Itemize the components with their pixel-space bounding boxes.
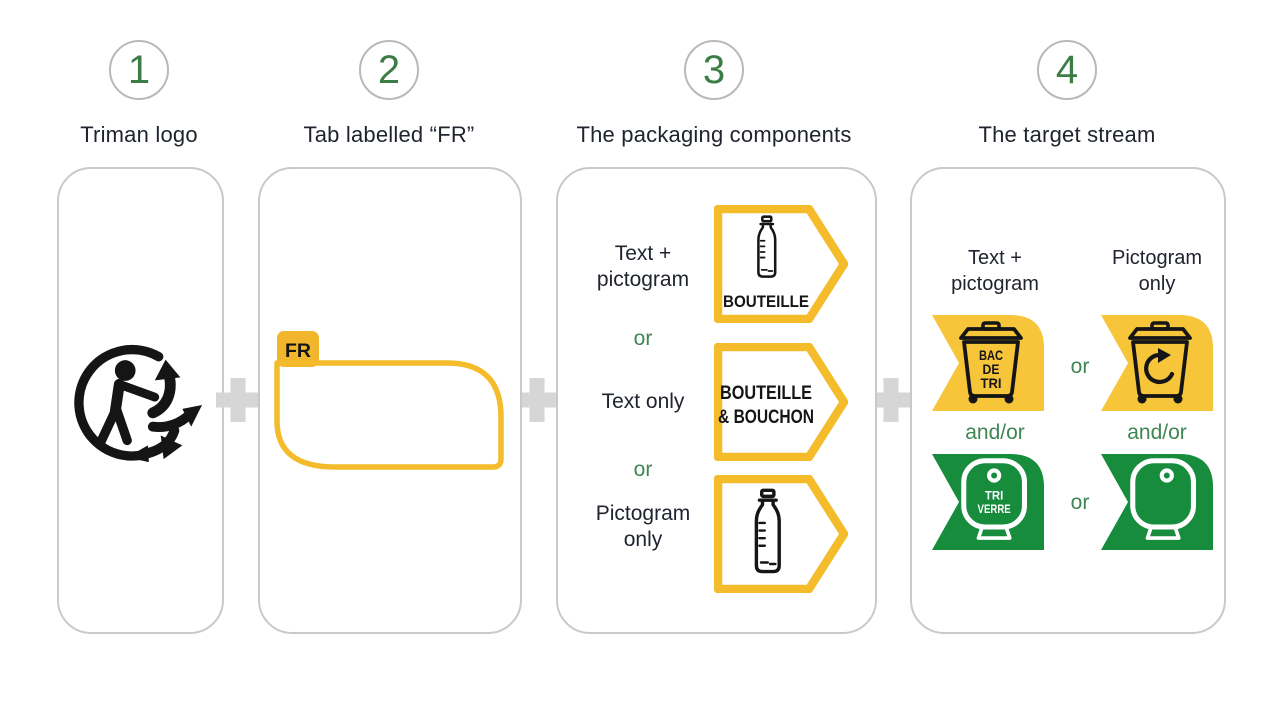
fr-tab-label: FR <box>285 341 311 362</box>
step-label: The packaging components <box>576 122 852 147</box>
card-triman-logo <box>57 167 224 634</box>
step-number: 2 <box>377 48 401 92</box>
bin-text-line3: TRI <box>981 375 1002 391</box>
option-label-pictogram-only: Pictogram only <box>595 502 691 551</box>
card-target-stream: Text + pictogram Pictogram only BAC DE T… <box>910 167 1226 634</box>
or-separator: or <box>1070 491 1090 514</box>
step-header-1: 1 Triman logo <box>0 40 299 148</box>
step-header-2: 2 Tab labelled “FR” <box>229 40 549 148</box>
fr-tab <box>277 331 319 367</box>
and-or-separator: and/or <box>1127 421 1187 444</box>
or-separator: or <box>633 327 653 350</box>
step-number-badge: 2 <box>359 40 419 100</box>
step-label: Tab labelled “FR” <box>303 122 475 147</box>
column-header-text-pictogram: Text + pictogram <box>951 247 1039 295</box>
card-fr-tab: FR <box>258 167 522 634</box>
bottle-pictogram-icon <box>754 488 781 574</box>
tag-text-line2: & BOUCHON <box>718 407 814 428</box>
card-packaging-components: Text + pictogram or Text only or Pictogr… <box>556 167 877 634</box>
step-number: 4 <box>1055 48 1079 92</box>
recycling-bin-flag <box>1101 315 1213 411</box>
column-header-pictogram-only: Pictogram only <box>1111 247 1203 295</box>
step-header-3: 3 The packaging components <box>554 40 874 148</box>
tag-text: BOUTEILLE <box>723 292 809 311</box>
bottle-pictogram-icon <box>757 215 777 278</box>
sorting-bin-icon: BAC DE TRI <box>959 321 1023 404</box>
step-number-badge: 3 <box>684 40 744 100</box>
plus-icon <box>869 378 913 422</box>
plus-icon <box>216 378 260 422</box>
glass-bank-icon: TRI VERRE <box>961 458 1028 540</box>
glass-bank-icon <box>1130 458 1197 540</box>
option-label-text-only: Text only <box>601 390 685 413</box>
step-label: Triman logo <box>80 122 198 147</box>
packaging-tag-pictogram-only <box>714 475 848 593</box>
step-number-badge: 4 <box>1037 40 1097 100</box>
and-or-separator: and/or <box>965 421 1025 444</box>
packaging-tag-bottle-and-text: BOUTEILLE <box>714 205 848 323</box>
triman-logo-icon <box>74 344 203 463</box>
step-header-4: 4 The target stream <box>907 40 1227 148</box>
glass-sorting-flag: TRI VERRE <box>932 454 1044 550</box>
bin-text-line1: BAC <box>979 347 1003 363</box>
plus-icon <box>515 378 559 422</box>
glass-sorting-flag-plain <box>1101 454 1213 550</box>
glass-text-line1: TRI <box>985 488 1003 502</box>
or-separator: or <box>1070 355 1090 378</box>
step-number: 3 <box>702 48 726 92</box>
recycling-bin-icon <box>1128 321 1192 404</box>
fr-tab-shape: FR <box>274 331 504 470</box>
step-number-badge: 1 <box>109 40 169 100</box>
sorting-bin-flag: BAC DE TRI <box>932 315 1044 411</box>
or-separator: or <box>633 458 653 481</box>
option-label-text-pictogram: Text + pictogram <box>596 242 690 291</box>
step-number: 1 <box>127 48 151 92</box>
tag-text-line1: BOUTEILLE <box>720 383 812 404</box>
glass-text-line2: VERRE <box>978 502 1011 516</box>
step-label: The target stream <box>978 122 1156 147</box>
packaging-tag-text-only: BOUTEILLE & BOUCHON <box>714 343 848 461</box>
bin-text-line2: DE <box>983 361 1000 377</box>
